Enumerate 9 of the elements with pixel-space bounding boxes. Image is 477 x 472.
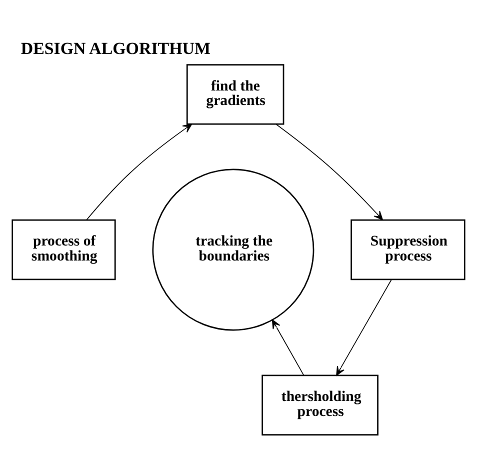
node-box: thersholding process bbox=[262, 374, 378, 436]
node-box: Suppression process bbox=[350, 219, 466, 280]
arrow bbox=[272, 319, 304, 376]
diagram-title: DESIGN ALGORITHUM bbox=[20, 38, 210, 58]
arrow bbox=[336, 279, 392, 376]
arrow bbox=[276, 124, 383, 220]
node-box: process of smoothing bbox=[12, 219, 116, 280]
node-box: find the gradients bbox=[186, 64, 284, 125]
arrow bbox=[86, 124, 192, 220]
